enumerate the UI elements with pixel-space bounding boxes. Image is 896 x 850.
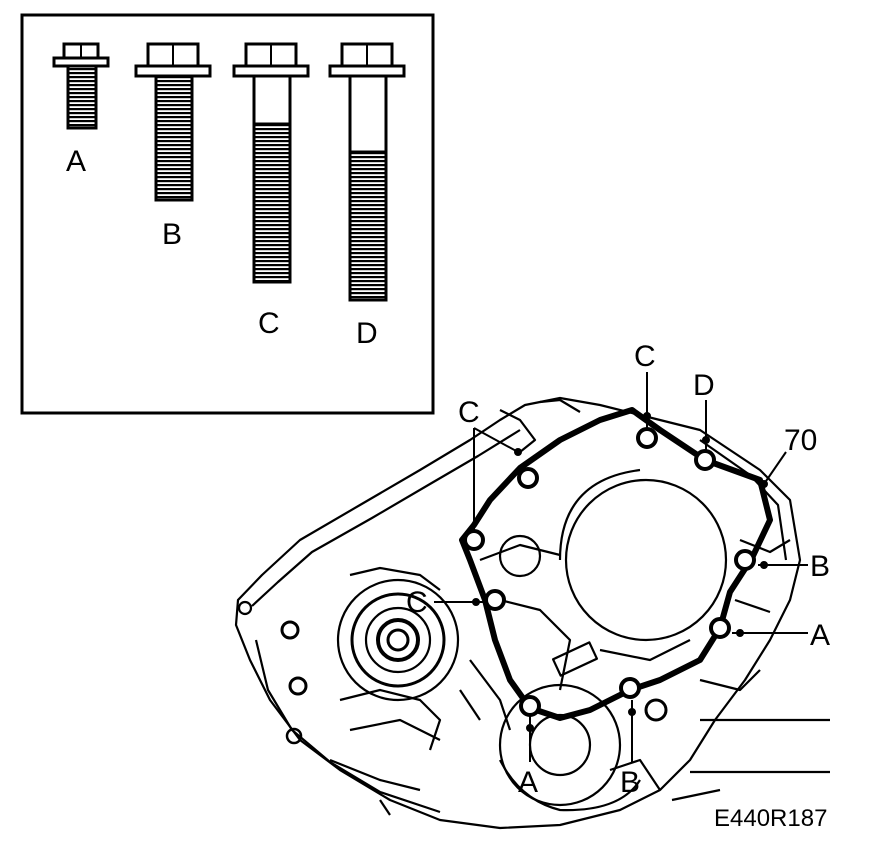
figure-code: E440R187 [714,805,827,832]
bolt-c-icon [232,42,310,284]
bolt-d-label: D [356,317,378,350]
callout-part-number: 70 [784,424,817,457]
bolt-hole-d-top [694,449,716,471]
bolt-b-icon [134,42,212,202]
gasket-outline [459,407,773,721]
callout-b-right: B [810,550,830,583]
bolt-hole-c-upper [517,467,539,489]
callout-a-bottom: A [518,766,538,799]
callout-c-top: C [634,340,656,373]
callout-d-top: D [693,369,715,402]
bolt-d-icon [328,42,406,302]
bolt-hole-c-left [484,589,506,611]
bolt-hole-a-bottom [519,695,541,717]
callout-c-upper-left: C [458,396,480,429]
transmission-housing-drawing [234,396,830,830]
bolt-hole-a-right [709,617,731,639]
callout-c-left: C [406,586,428,619]
flange-bolt-holes [463,427,756,717]
bolt-hole-c-upper-left [463,529,485,551]
callout-b-bottom: B [620,766,640,799]
bolt-a-label: A [66,145,86,178]
callout-a-right: A [810,619,830,652]
bolt-hole-c-top [636,427,658,449]
callout-leader-lines [434,372,808,762]
bolt-hole-b-bottom [619,677,641,699]
bolt-legend-box: A B C D [20,13,435,415]
bolt-b-label: B [162,218,182,251]
bolt-c-label: C [258,307,280,340]
bolt-hole-b-right [734,549,756,571]
bolt-a-icon [52,42,110,130]
